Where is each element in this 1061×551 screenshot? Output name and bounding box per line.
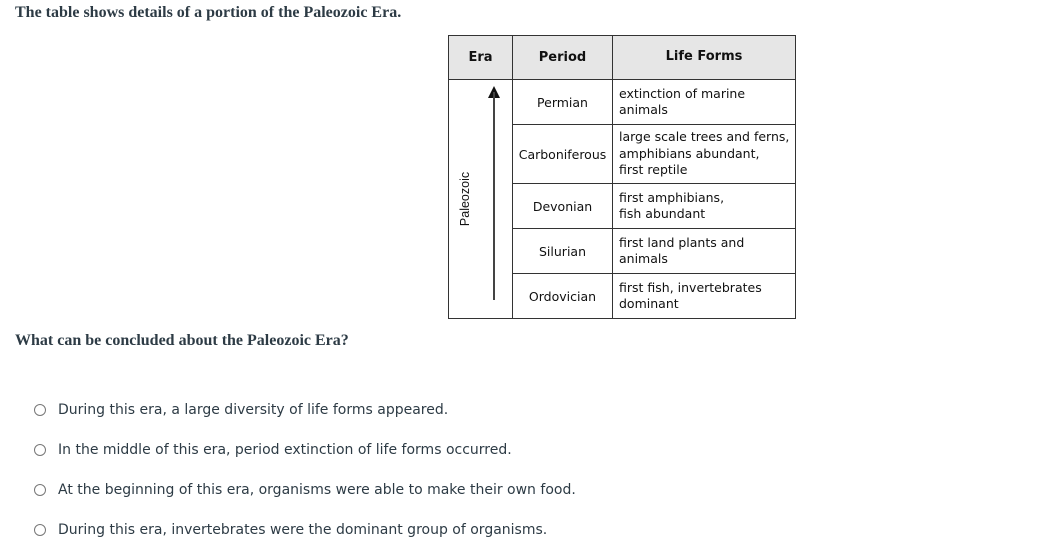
life-forms-line: fish abundant xyxy=(619,206,706,221)
radio-button[interactable] xyxy=(34,484,46,496)
answer-option[interactable]: In the middle of this era, period extinc… xyxy=(34,430,576,470)
life-forms-line: amphibians abundant, xyxy=(619,145,760,161)
paleozoic-table: Era Period Life Forms Paleozoic Permian … xyxy=(448,35,796,319)
option-label[interactable]: During this era, invertebrates were the … xyxy=(58,522,548,538)
period-cell: Silurian xyxy=(512,228,613,274)
answer-options: During this era, a large diversity of li… xyxy=(34,390,576,550)
radio-button[interactable] xyxy=(34,524,46,536)
period-cell: Permian xyxy=(512,79,613,125)
radio-button[interactable] xyxy=(34,404,46,416)
life-forms-cell: large scale trees and ferns, amphibians … xyxy=(612,124,796,184)
life-forms-cell: first fish, invertebrates dominant xyxy=(612,273,796,319)
life-forms-line: first fish, invertebrates xyxy=(619,279,762,295)
option-label[interactable]: At the beginning of this era, organisms … xyxy=(58,482,576,498)
table-row: Devonian first amphibians, fish abundant xyxy=(449,183,796,229)
time-arrow-shaft xyxy=(493,92,495,300)
header-era: Era xyxy=(448,35,513,80)
period-cell: Carboniferous xyxy=(512,124,613,184)
life-forms-line: extinction of marine xyxy=(619,85,746,101)
answer-option[interactable]: During this era, invertebrates were the … xyxy=(34,510,576,550)
life-forms-line: first land plants and xyxy=(619,234,745,250)
table-row: Ordovician first fish, invertebrates dom… xyxy=(449,273,796,319)
era-cell: Paleozoic xyxy=(448,79,513,319)
period-cell: Ordovician xyxy=(512,273,613,319)
answer-option[interactable]: At the beginning of this era, organisms … xyxy=(34,470,576,510)
era-label: Paleozoic xyxy=(458,171,472,227)
period-cell: Devonian xyxy=(512,183,613,229)
life-forms-line: large scale trees and ferns, xyxy=(619,129,790,145)
radio-button[interactable] xyxy=(34,444,46,456)
table-row: Carboniferous large scale trees and fern… xyxy=(449,124,796,184)
life-forms-line: first amphibians, xyxy=(619,189,725,205)
answer-option[interactable]: During this era, a large diversity of li… xyxy=(34,390,576,430)
header-life-forms: Life Forms xyxy=(612,35,796,80)
life-forms-line: first reptile xyxy=(619,162,688,178)
life-forms-cell: first amphibians, fish abundant xyxy=(612,183,796,229)
option-label[interactable]: In the middle of this era, period extinc… xyxy=(58,442,512,458)
table-row: Silurian first land plants and animals xyxy=(449,228,796,274)
table-header-row: Era Period Life Forms xyxy=(448,35,796,80)
header-period: Period xyxy=(512,35,613,80)
life-forms-line: animals xyxy=(619,251,668,266)
question-text: What can be concluded about the Paleozoi… xyxy=(15,332,349,349)
life-forms-line: dominant xyxy=(619,296,679,311)
life-forms-cell: extinction of marine animals xyxy=(612,79,796,125)
question-prompt: The table shows details of a portion of … xyxy=(15,4,402,21)
life-forms-line: animals xyxy=(619,102,668,117)
table-row: Paleozoic Permian extinction of marine a… xyxy=(448,79,796,319)
option-label[interactable]: During this era, a large diversity of li… xyxy=(58,402,449,418)
life-forms-cell: first land plants and animals xyxy=(612,228,796,274)
